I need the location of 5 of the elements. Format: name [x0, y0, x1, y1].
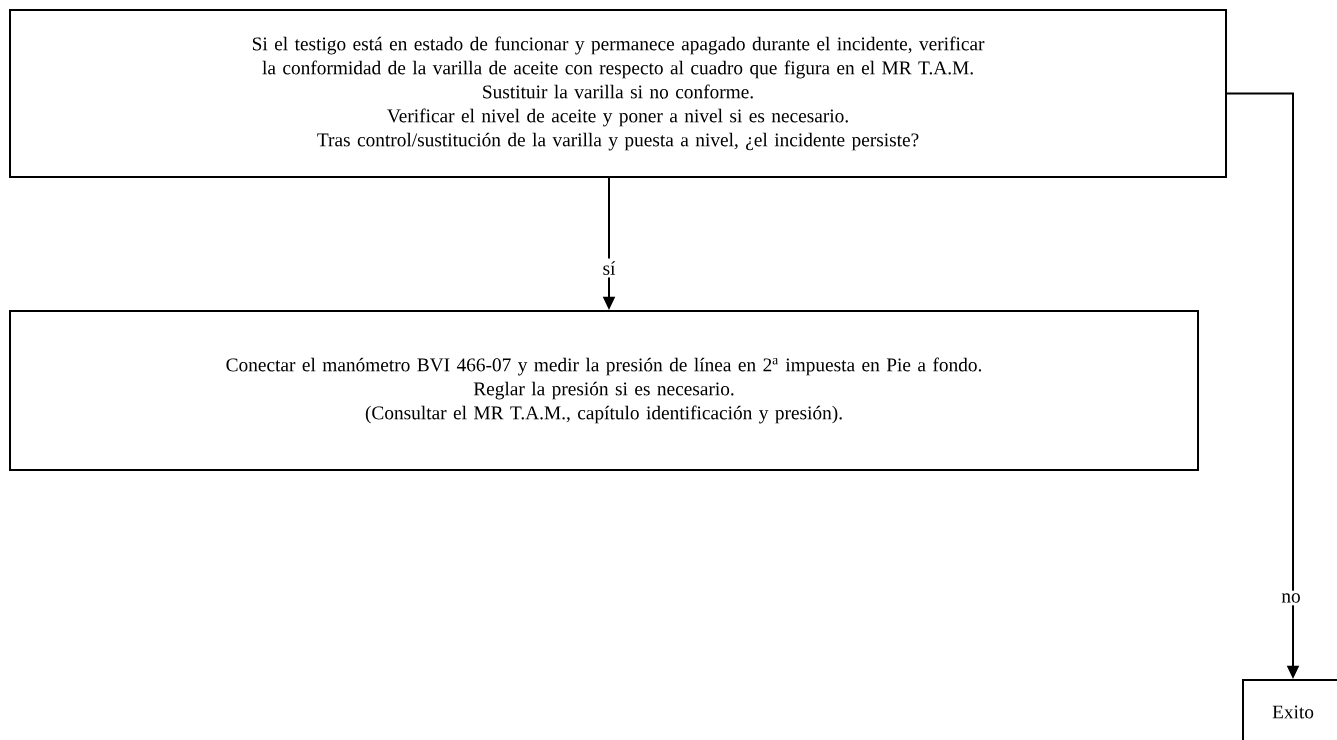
process-box: Exito	[1242, 679, 1337, 740]
edge-label: sí	[599, 258, 619, 278]
edge-label: no	[1278, 590, 1304, 606]
process-box: Si el testigo está en estado de funcionar y permanece apagado durante el incidente, verificar la conformidad de la varilla de aceite con respecto al cuadro que figura en el MR T.A.M. Sustituir la varilla si no conforme. Verificar el nivel de aceite y poner a nivel si es necesario. Tras control/sustitución de la varilla y puesta a nivel, ¿el incidente persiste?	[9, 9, 1227, 178]
process-box: Conectar el manómetro BVI 466-07 y medir la presión de línea en 2$^{a}$ impuesta en Pie a fondo. Reglar la presión si es necesario. (Consultar el MR T.A.M., capítulo identificación y presión).	[9, 310, 1199, 471]
